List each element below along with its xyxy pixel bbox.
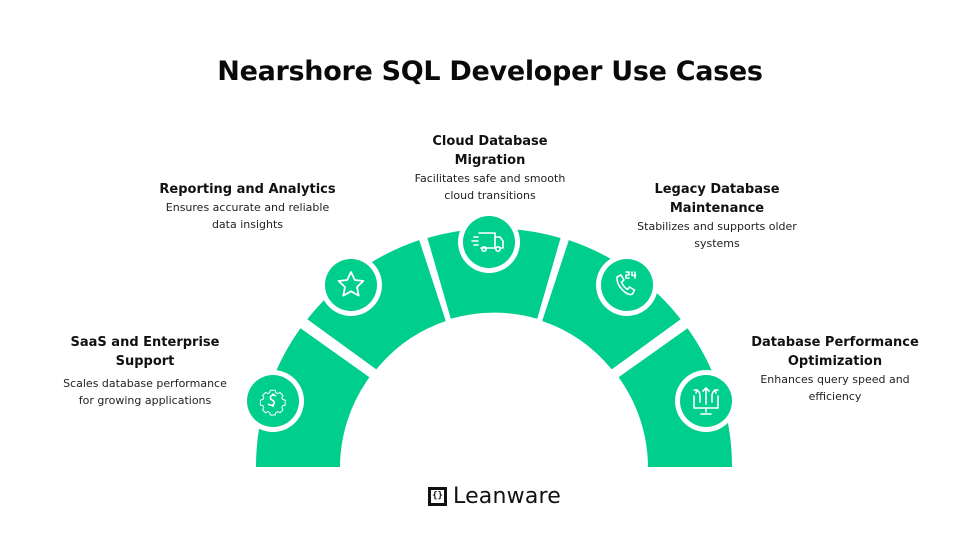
desc-line: data insights (211, 218, 284, 231)
use-case-heading: Reporting and Analytics (159, 182, 336, 197)
use-case-heading: Cloud Database (432, 134, 548, 149)
use-case-description: Stabilizes and supports older systems (612, 218, 822, 252)
use-case-heading: SaaS and Enterprise (70, 335, 220, 350)
desc-line: Scales database performance (63, 377, 227, 390)
use-case-performance: Database Performance Optimization Enhanc… (730, 333, 940, 405)
use-case-reporting: Reporting and Analytics Ensures accurate… (140, 180, 355, 233)
gear-dollar-icon (259, 389, 286, 416)
desc-line: efficiency (808, 390, 862, 403)
star-icon (337, 271, 365, 297)
use-case-description: Facilitates safe and smooth cloud transi… (385, 170, 595, 204)
use-case-heading-line2: Support (115, 354, 175, 369)
delivery-truck-icon (471, 232, 504, 253)
desc-line: Ensures accurate and reliable (165, 201, 330, 214)
arch-segment-2 (307, 240, 446, 370)
use-case-cloud-migration: Cloud Database Migration Facilitates saf… (385, 132, 595, 204)
use-case-saas: SaaS and Enterprise Support Scales datab… (40, 333, 250, 409)
leanware-logo: {} Leanware (428, 484, 561, 509)
page-title: Nearshore SQL Developer Use Cases (217, 56, 763, 87)
use-case-description: Enhances query speed and efficiency (730, 371, 940, 405)
icon-circle-performance (675, 370, 737, 432)
monitor-arrows-icon (693, 387, 719, 415)
use-case-description: Ensures accurate and reliable data insig… (140, 199, 355, 233)
use-case-legacy: Legacy Database Maintenance Stabilizes a… (612, 180, 822, 252)
desc-line: Facilitates safe and smooth (414, 172, 566, 185)
leanware-logo-icon: {} (428, 487, 447, 506)
phone-24-icon (616, 271, 637, 296)
icon-circle-reporting (320, 254, 382, 316)
icon-circle-legacy (596, 254, 658, 316)
use-case-heading-line2: Migration (454, 153, 526, 168)
desc-line: Stabilizes and supports older (637, 220, 797, 233)
icon-circle-cloud-migration (458, 211, 520, 273)
use-case-heading-line2: Optimization (787, 354, 883, 369)
desc-line: cloud transitions (444, 189, 536, 202)
use-case-heading: Database Performance (751, 335, 919, 350)
desc-line: systems (694, 237, 740, 250)
icon-circle-saas (242, 370, 304, 432)
use-case-description: Scales database performance for growing … (40, 375, 250, 409)
leanware-logo-text: Leanware (453, 484, 562, 509)
use-case-heading-line2: Maintenance (669, 201, 765, 216)
desc-line: Enhances query speed and (760, 373, 910, 386)
use-case-heading: Legacy Database (654, 182, 780, 197)
arch-segment-1 (255, 328, 370, 467)
desc-line: for growing applications (78, 394, 212, 407)
